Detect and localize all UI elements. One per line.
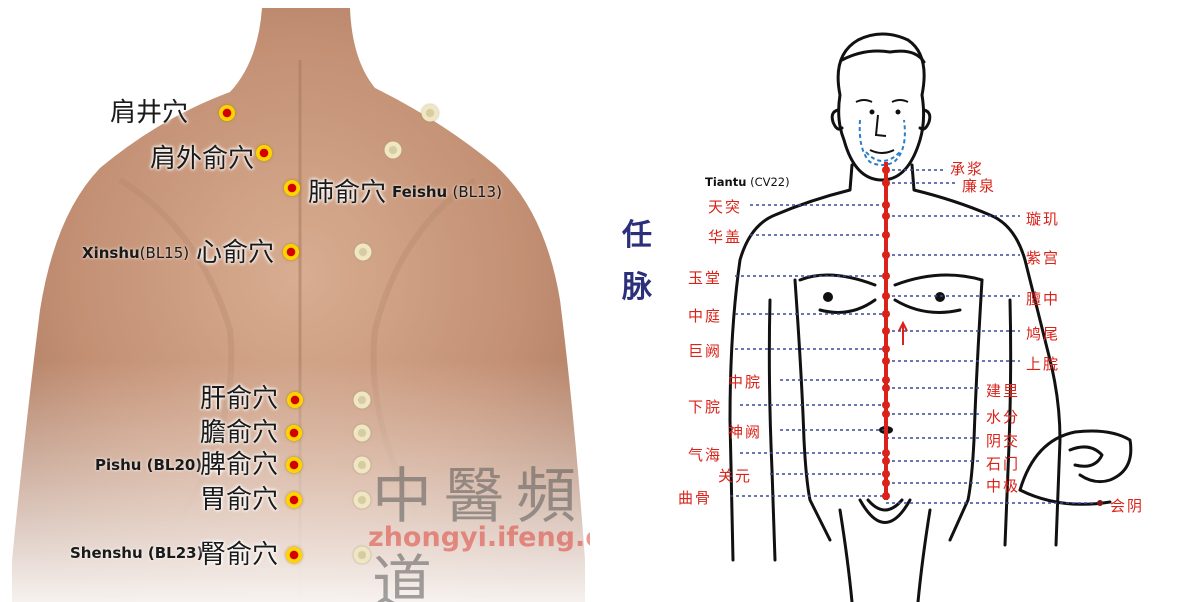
arrow-up-icon xyxy=(899,323,907,345)
cv-title-top: 任 xyxy=(622,210,652,254)
pishu-cn-label: 脾俞穴 xyxy=(200,452,278,478)
shenshu-point-icon xyxy=(286,547,302,563)
pale-point-icon xyxy=(422,105,439,122)
weishu-label: 胃俞穴 xyxy=(200,487,278,513)
cv-right-label: 石门 xyxy=(986,453,1020,474)
pale-point-icon xyxy=(385,142,402,159)
feishu-en-label: Feishu (BL13) xyxy=(392,185,502,200)
cv-left-label: 巨阙 xyxy=(688,340,722,361)
danshu-label: 膽俞穴 xyxy=(200,420,278,446)
cv-right-label: 会阴 xyxy=(1110,495,1144,516)
cv-body-illustration xyxy=(590,0,1184,602)
shenshu-cn-label: 腎俞穴 xyxy=(200,542,278,568)
pishu-point-icon xyxy=(286,457,302,473)
cv-left-label: 气海 xyxy=(688,444,722,465)
cv-left-label: 玉堂 xyxy=(688,267,722,288)
xinshu-cn-label: 心俞穴 xyxy=(196,240,274,266)
cv-right-label: 水分 xyxy=(986,406,1020,427)
cv-left-label: 华盖 xyxy=(708,226,742,247)
weishu-point-icon xyxy=(286,492,302,508)
pale-point-icon xyxy=(354,425,371,442)
feishu-cn-label: 肺俞穴 xyxy=(308,180,386,206)
cv-left-label: 中脘 xyxy=(728,371,762,392)
pale-point-icon xyxy=(354,457,371,474)
cv-right-label: 上脘 xyxy=(1026,353,1060,374)
danshu-point-icon xyxy=(286,425,302,441)
pale-point-icon xyxy=(354,492,371,509)
ganshu-point-icon xyxy=(287,392,303,408)
shenshu-en-label: Shenshu (BL23) xyxy=(70,546,203,561)
tiantu-label: Tiantu (CV22) xyxy=(705,175,790,189)
pishu-en-label: Pishu (BL20) xyxy=(95,458,202,473)
cv-left-label: 关元 xyxy=(718,465,752,486)
cv-right-label: 璇玑 xyxy=(1026,208,1060,229)
back-acupoints-panel: 肩井穴 肩外俞穴 肺俞穴 Feishu (BL13) Xinshu(BL15) … xyxy=(0,0,590,602)
pale-point-icon xyxy=(355,244,372,261)
cv-right-label: 膻中 xyxy=(1026,288,1060,309)
ganshu-label: 肝俞穴 xyxy=(200,386,278,412)
jianjing-label: 肩井穴 xyxy=(110,100,188,126)
cv-right-label: 廉泉 xyxy=(962,175,996,196)
cv-right-label: 鸠尾 xyxy=(1026,323,1060,344)
feishu-point-icon xyxy=(284,180,300,196)
xinshu-point-icon xyxy=(283,244,299,260)
cv-right-label: 建里 xyxy=(986,380,1020,401)
cv-left-label: 天突 xyxy=(708,196,742,217)
pale-point-icon xyxy=(354,392,371,409)
xinshu-en-label: Xinshu(BL15) xyxy=(82,246,189,261)
watermark-url: zhongyi.ifeng.com xyxy=(368,522,590,553)
cv-title-bottom: 脉 xyxy=(622,262,652,306)
cv-left-label: 中庭 xyxy=(688,305,722,326)
cv-left-label: 下脘 xyxy=(688,396,722,417)
conception-vessel-panel: 任 脉 Tiantu (CV22) 天突 华盖 玉堂 中庭 巨阙 中脘 下脘 神… xyxy=(590,0,1184,602)
cv-left-label: 曲骨 xyxy=(678,487,712,508)
jianjing-point-icon xyxy=(219,105,235,121)
cv-right-label: 中极 xyxy=(986,475,1020,496)
jianwaishu-point-icon xyxy=(256,145,272,161)
jianwaishu-label: 肩外俞穴 xyxy=(150,146,254,172)
cv-right-label: 紫宫 xyxy=(1026,247,1060,268)
cv-left-label: 神阙 xyxy=(728,421,762,442)
cv-right-label: 阴交 xyxy=(986,430,1020,451)
